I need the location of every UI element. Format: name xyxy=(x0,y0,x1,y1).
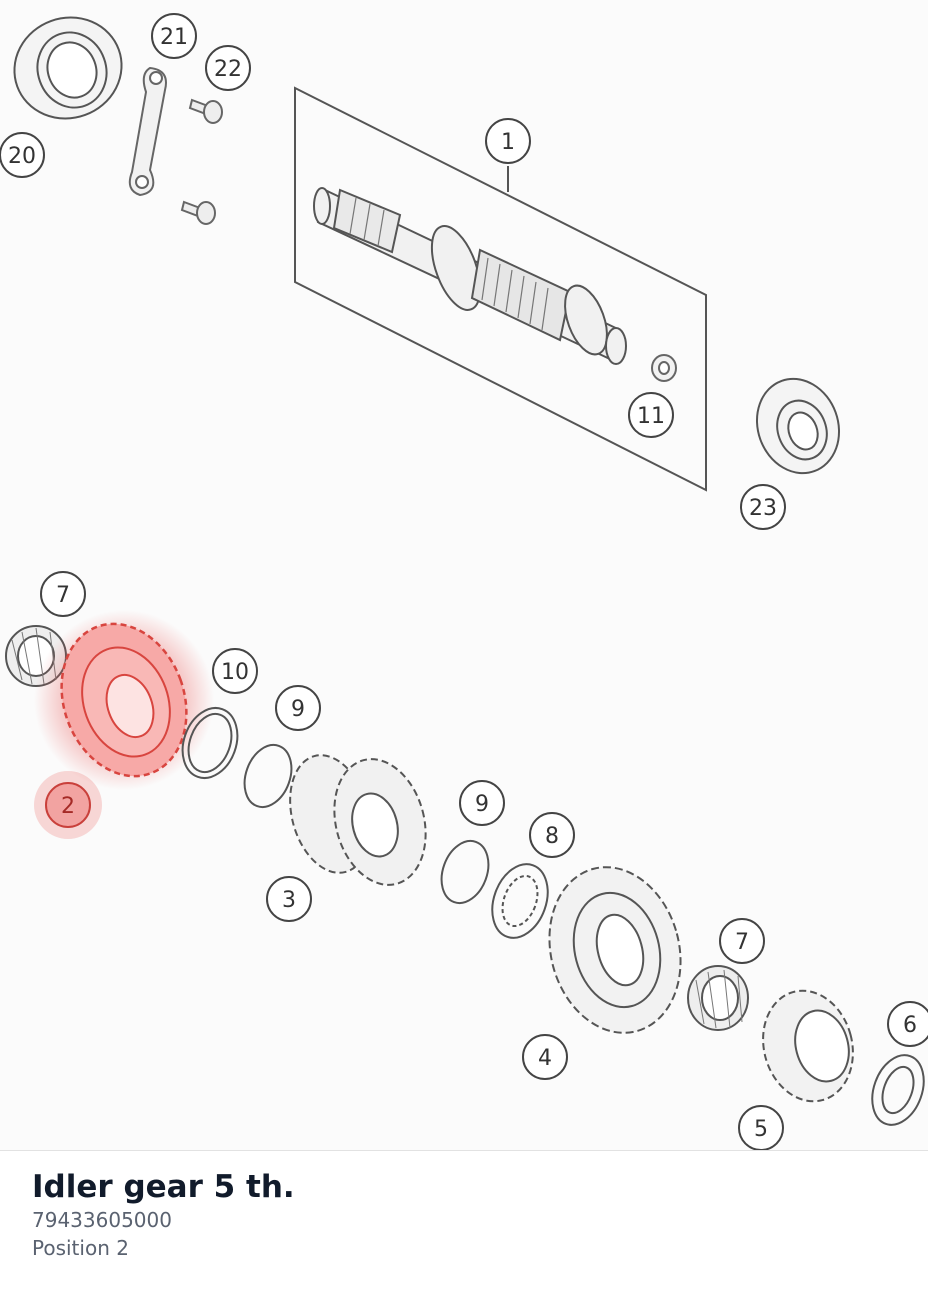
callout-2-highlighted[interactable]: 2 xyxy=(34,771,102,839)
svg-text:11: 11 xyxy=(637,404,665,429)
callout-3[interactable]: 3 xyxy=(266,876,312,922)
callout-5[interactable]: 5 xyxy=(738,1105,784,1150)
callout-9[interactable]: 9 xyxy=(275,685,321,731)
screw-part-22[interactable] xyxy=(180,98,223,225)
gear-part-5[interactable] xyxy=(751,981,865,1112)
idler-gear-part-2[interactable] xyxy=(34,606,214,794)
part-position: Position 2 xyxy=(32,1236,129,1260)
svg-text:9: 9 xyxy=(475,792,489,817)
gear-part-3[interactable] xyxy=(278,746,439,895)
nut-part-11[interactable] xyxy=(651,354,677,382)
svg-text:22: 22 xyxy=(214,57,242,82)
svg-text:6: 6 xyxy=(903,1013,917,1038)
callout-10[interactable]: 10 xyxy=(212,648,258,694)
bearing-part-20[interactable] xyxy=(0,3,136,134)
callout-11[interactable]: 11 xyxy=(628,392,674,438)
svg-text:10: 10 xyxy=(221,660,249,685)
exploded-parts-diagram: 1 20 21 22 11 23 7 2 10 9 3 9 8 4 7 6 5 xyxy=(0,3,928,1150)
thrust-washer-part-10[interactable] xyxy=(173,700,246,785)
svg-text:4: 4 xyxy=(538,1046,552,1071)
svg-text:9: 9 xyxy=(291,697,305,722)
svg-text:23: 23 xyxy=(749,496,777,521)
callout-6[interactable]: 6 xyxy=(887,1001,928,1047)
part-info-panel: Idler gear 5 th. 79433605000 Position 2 xyxy=(32,1168,295,1262)
callout-23[interactable]: 23 xyxy=(740,484,786,530)
part-number: 79433605000 xyxy=(32,1208,172,1232)
svg-text:1: 1 xyxy=(501,130,515,155)
svg-text:5: 5 xyxy=(754,1117,768,1142)
callout-22[interactable]: 22 xyxy=(205,45,251,91)
bracket-part-21[interactable] xyxy=(128,66,167,197)
gear-part-4[interactable] xyxy=(531,852,698,1047)
svg-text:20: 20 xyxy=(8,144,36,169)
callout-9-lower[interactable]: 9 xyxy=(459,780,505,826)
callout-1[interactable]: 1 xyxy=(485,118,531,164)
part-name: Idler gear 5 th. xyxy=(32,1169,295,1205)
svg-text:21: 21 xyxy=(160,25,188,50)
washer-part-6[interactable] xyxy=(863,1048,928,1132)
callout-21[interactable]: 21 xyxy=(151,13,197,59)
callout-20[interactable]: 20 xyxy=(0,132,45,178)
svg-text:2: 2 xyxy=(61,794,75,819)
callout-8[interactable]: 8 xyxy=(529,812,575,858)
svg-text:7: 7 xyxy=(735,930,749,955)
shaft-assembly-part-1[interactable] xyxy=(294,86,707,492)
svg-text:8: 8 xyxy=(545,824,559,849)
callout-4[interactable]: 4 xyxy=(522,1034,568,1080)
lock-ring-part-9-upper[interactable] xyxy=(236,738,299,813)
svg-text:7: 7 xyxy=(56,583,70,608)
svg-text:3: 3 xyxy=(282,888,296,913)
callout-7-right[interactable]: 7 xyxy=(719,918,765,964)
lock-ring-part-9-lower[interactable] xyxy=(433,834,496,909)
callout-7[interactable]: 7 xyxy=(40,571,86,617)
divider xyxy=(0,1150,928,1151)
stop-washer-part-8[interactable] xyxy=(483,856,558,945)
needle-bearing-part-7-right[interactable] xyxy=(687,965,749,1031)
bearing-part-23[interactable] xyxy=(744,367,852,485)
